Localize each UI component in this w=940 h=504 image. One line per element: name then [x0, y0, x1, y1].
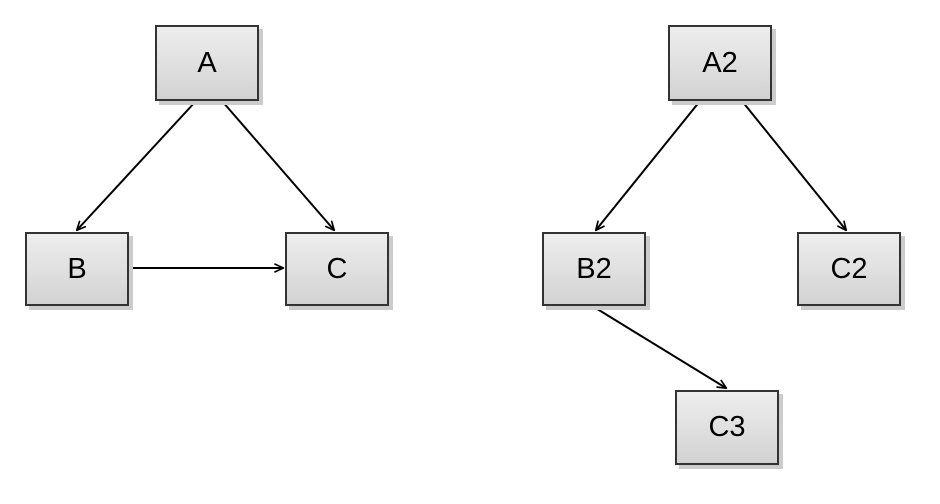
edge-b2-to-c3 [593, 306, 728, 390]
node-b-label: B [67, 252, 87, 285]
node-c-label: C [326, 252, 348, 285]
node-a2[interactable]: A2 [668, 25, 772, 101]
node-b2-label: B2 [576, 252, 612, 285]
node-c3[interactable]: C3 [675, 390, 779, 465]
node-b[interactable]: B [25, 232, 129, 306]
node-a-label: A [197, 46, 217, 79]
node-c2-label: C2 [830, 252, 868, 285]
edge-a2-to-c2 [741, 100, 848, 232]
edge-a2-to-b2 [594, 100, 701, 232]
node-a2-label: A2 [702, 46, 738, 79]
node-b2[interactable]: B2 [542, 232, 646, 306]
edge-a-to-b [75, 100, 197, 232]
edge-a-to-c [221, 100, 336, 232]
node-a[interactable]: A [155, 25, 259, 101]
node-c2[interactable]: C2 [797, 232, 901, 306]
node-c[interactable]: C [285, 232, 389, 306]
node-c3-label: C3 [708, 411, 746, 443]
